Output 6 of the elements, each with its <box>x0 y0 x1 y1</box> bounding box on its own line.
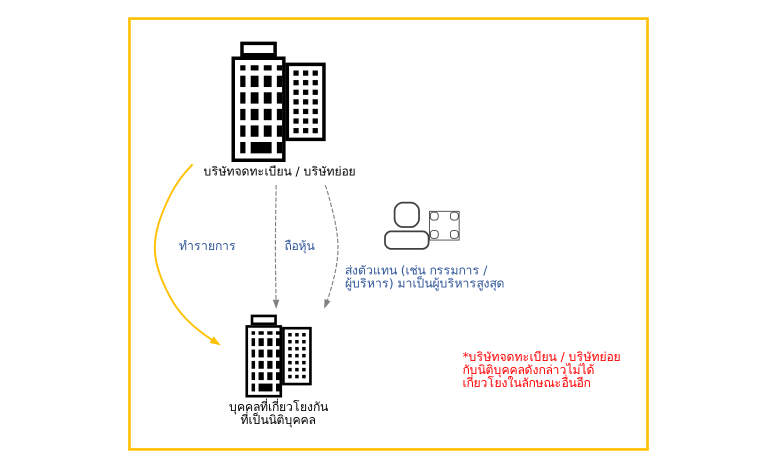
node-label: บริษัทจดทะเบียน / บริษัทย่อย <box>203 164 355 178</box>
edge-label: ส่งตัวแทน (เช่น กรรมการ / ผู้บริหาร) มาเป็นผู้บริหารสูงสุด <box>344 263 504 290</box>
label: *บริษัทจดทะเบียน / บริษัทย่อย กับนิติบุคคลดังกล่าวไม่ได้ เกี่ยวโยงในลักษณะอื่นอีก <box>462 350 620 390</box>
edge-label: ถือหุ้น <box>284 238 314 253</box>
node-text: บุคคลที่เกี่ยวโยงกัน ที่เป็นนิติบุคคล <box>228 400 328 427</box>
edge-label: ทำรายการ <box>178 238 236 253</box>
